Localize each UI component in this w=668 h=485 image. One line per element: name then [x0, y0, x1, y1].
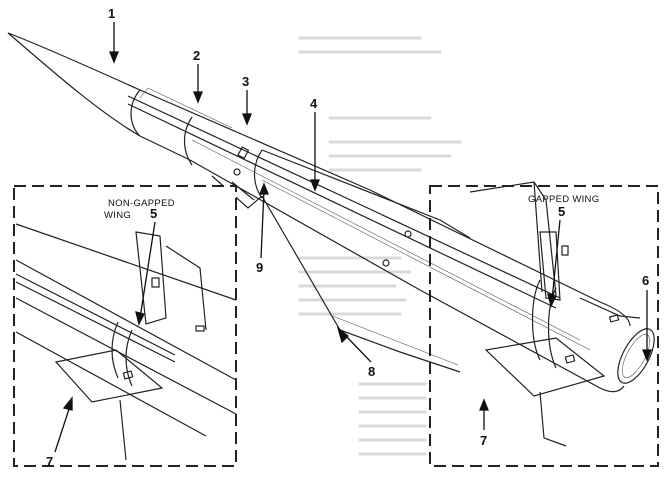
callout-2: 2: [193, 48, 200, 63]
inset-titles: NON-GAPPED WING GAPPED WING: [104, 194, 599, 221]
callout-7-inset: 7: [46, 454, 53, 469]
gapped-frame: [429, 185, 659, 467]
non-gapped-inset: [13, 185, 237, 467]
callout-5-main: 5: [558, 204, 565, 219]
callout-7-main: 7: [480, 433, 487, 448]
non-gapped-title-line2: WING: [104, 210, 131, 221]
callout-9: 9: [256, 260, 263, 275]
non-gapped-title-line1: NON-GAPPED: [108, 198, 175, 209]
bleed-through-lines: [298, 36, 462, 456]
callout-numbers: 1 2 3 4 5 5 6 7 7 8 9: [46, 6, 649, 469]
callout-1: 1: [108, 6, 115, 21]
callout-6: 6: [642, 273, 649, 288]
gapped-title: GAPPED WING: [528, 194, 599, 205]
callout-3: 3: [242, 74, 249, 89]
callout-5-inset: 5: [150, 206, 157, 221]
callout-8: 8: [368, 364, 375, 379]
missile-body: [7, 32, 655, 393]
callout-4: 4: [310, 96, 318, 111]
gapped-tail-surfaces: [469, 181, 641, 447]
leader-lines: [54, 22, 652, 453]
